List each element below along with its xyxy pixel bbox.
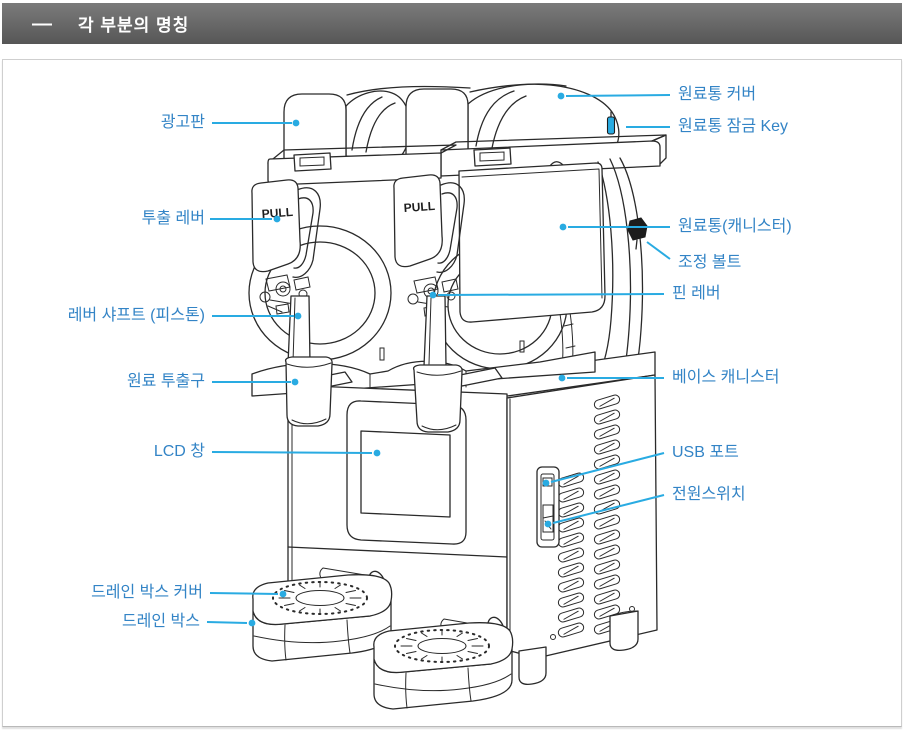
label-dispense-lever: 투출 레버: [141, 210, 205, 227]
label-pin-lever: 핀 레버: [672, 285, 721, 302]
label-drain-box-cover: 드레인 박스 커버: [91, 584, 203, 601]
label-material-outlet: 원료 투출구: [126, 373, 205, 390]
label-lever-shaft: 레버 샤프트 (피스톤): [67, 307, 205, 324]
label-adjust-bolt: 조정 볼트: [678, 254, 742, 271]
label-ad-board: 광고판: [160, 114, 205, 131]
label-container-cover: 원료통 커버: [678, 86, 757, 103]
label-power-switch: 전원스위치: [672, 486, 746, 503]
label-usb-port: USB 포트: [672, 444, 739, 461]
label-container-lock-key: 원료통 잠금 Key: [678, 118, 789, 135]
page-title: 각 부분의 명칭: [78, 16, 190, 35]
section-header-bar: — 각 부분의 명칭: [2, 3, 902, 44]
dash-icon: —: [32, 12, 52, 35]
label-container-canister: 원료통(캐니스터): [678, 218, 792, 235]
label-base-canister: 베이스 캐니스터: [672, 369, 780, 386]
label-lcd-window: LCD 창: [153, 443, 205, 460]
label-drain-box: 드레인 박스: [121, 613, 200, 630]
